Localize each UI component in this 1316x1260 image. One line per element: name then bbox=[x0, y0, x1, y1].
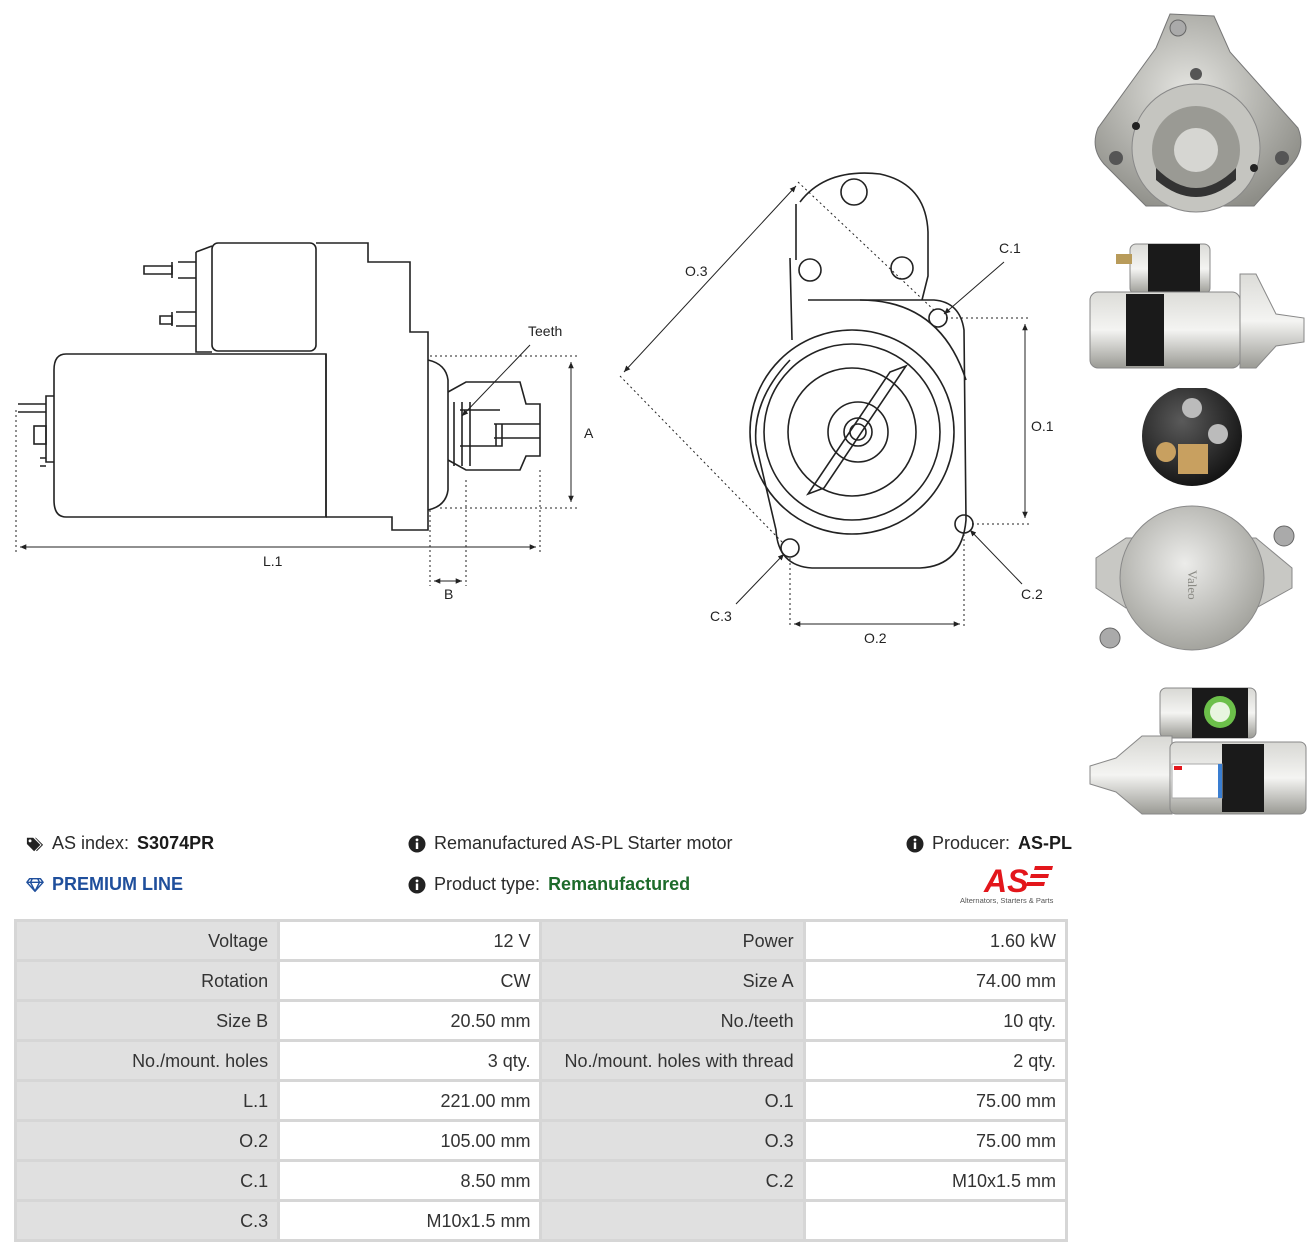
product-type-value: Remanufactured bbox=[548, 874, 691, 894]
spec-value: 105.00 mm bbox=[280, 1122, 540, 1159]
spec-value: 75.00 mm bbox=[805, 1122, 1065, 1159]
as-pl-logo: AS Alternators, Starters & Parts bbox=[960, 862, 1070, 908]
producer-value: AS-PL bbox=[1018, 833, 1073, 853]
label-l1: L.1 bbox=[263, 553, 283, 569]
as-index: AS index: S3074PR bbox=[26, 833, 214, 854]
svg-text:AS: AS bbox=[983, 863, 1029, 896]
info-icon bbox=[408, 835, 426, 853]
label-c3: C.3 bbox=[710, 608, 732, 624]
side-view-dimensions bbox=[15, 344, 580, 586]
spec-key bbox=[542, 1202, 803, 1239]
spec-value: 10 qty. bbox=[805, 1002, 1065, 1039]
front-view-drawing bbox=[749, 172, 974, 569]
product-photos: Valeo bbox=[1086, 8, 1310, 828]
spec-value: 75.00 mm bbox=[805, 1082, 1065, 1119]
label-c1: C.1 bbox=[999, 240, 1021, 256]
side-view-drawing bbox=[18, 242, 541, 531]
spec-value bbox=[805, 1202, 1065, 1239]
info-icon bbox=[906, 835, 924, 853]
spec-key: Power bbox=[542, 922, 803, 959]
photo-brand-text: Valeo bbox=[1185, 570, 1200, 600]
spec-key: No./mount. holes bbox=[17, 1042, 278, 1079]
spec-value: 74.00 mm bbox=[805, 962, 1065, 999]
spec-key: C.3 bbox=[17, 1202, 278, 1239]
spec-key: No./teeth bbox=[542, 1002, 803, 1039]
product-type: Product type: Remanufactured bbox=[408, 874, 690, 895]
spec-value: 3 qty. bbox=[280, 1042, 540, 1079]
product-type-label: Product type: bbox=[434, 874, 541, 894]
spec-key: No./mount. holes with thread bbox=[542, 1042, 803, 1079]
info-icon bbox=[408, 876, 426, 894]
label-o2: O.2 bbox=[864, 630, 887, 646]
as-logo-mark: AS bbox=[983, 863, 1054, 899]
as-index-label: AS index: bbox=[52, 833, 130, 853]
label-o1: O.1 bbox=[1031, 418, 1054, 434]
spec-key: O.1 bbox=[542, 1082, 803, 1119]
spec-key: Rotation bbox=[17, 962, 278, 999]
logo-tagline: Alternators, Starters & Parts bbox=[960, 896, 1054, 905]
spec-value: 2 qty. bbox=[805, 1042, 1065, 1079]
diamond-icon bbox=[26, 876, 44, 894]
premium-line-badge: PREMIUM LINE bbox=[26, 874, 183, 895]
product-description: Remanufactured AS-PL Starter motor bbox=[408, 833, 732, 854]
label-b: B bbox=[444, 586, 453, 602]
technical-drawings: Teeth A L.1 B O.3 C.1 O.1 C.2 C.3 bbox=[15, 172, 1054, 646]
spec-key: O.2 bbox=[17, 1122, 278, 1159]
producer: Producer: AS-PL bbox=[906, 833, 1072, 854]
as-index-value: S3074PR bbox=[137, 833, 215, 853]
spec-value: 12 V bbox=[280, 922, 540, 959]
tags-icon bbox=[26, 835, 44, 853]
spec-value: M10x1.5 mm bbox=[280, 1202, 540, 1239]
spec-value: 20.50 mm bbox=[280, 1002, 540, 1039]
spec-key: Size A bbox=[542, 962, 803, 999]
photo-rear-view: Valeo bbox=[1095, 388, 1295, 651]
spec-key: O.3 bbox=[542, 1122, 803, 1159]
spec-value: 8.50 mm bbox=[280, 1162, 540, 1199]
producer-label: Producer: bbox=[932, 833, 1011, 853]
premium-line-label: PREMIUM LINE bbox=[52, 874, 184, 894]
spec-value: 221.00 mm bbox=[280, 1082, 540, 1119]
photo-side-view bbox=[1089, 243, 1305, 369]
photo-front-flange bbox=[1094, 13, 1302, 213]
spec-value: CW bbox=[280, 962, 540, 999]
spec-key: L.1 bbox=[17, 1082, 278, 1119]
spec-key: Size B bbox=[17, 1002, 278, 1039]
spec-value: M10x1.5 mm bbox=[805, 1162, 1065, 1199]
spec-value: 1.60 kW bbox=[805, 922, 1065, 959]
label-a: A bbox=[584, 425, 594, 441]
spec-key: C.1 bbox=[17, 1162, 278, 1199]
spec-key: C.2 bbox=[542, 1162, 803, 1199]
spec-key: Voltage bbox=[17, 922, 278, 959]
label-c2: C.2 bbox=[1021, 586, 1043, 602]
label-o3: O.3 bbox=[685, 263, 708, 279]
photo-label-side bbox=[1089, 687, 1307, 815]
label-teeth: Teeth bbox=[528, 323, 562, 339]
front-view-dimensions bbox=[619, 181, 1030, 628]
product-description-text: Remanufactured AS-PL Starter motor bbox=[434, 833, 733, 853]
